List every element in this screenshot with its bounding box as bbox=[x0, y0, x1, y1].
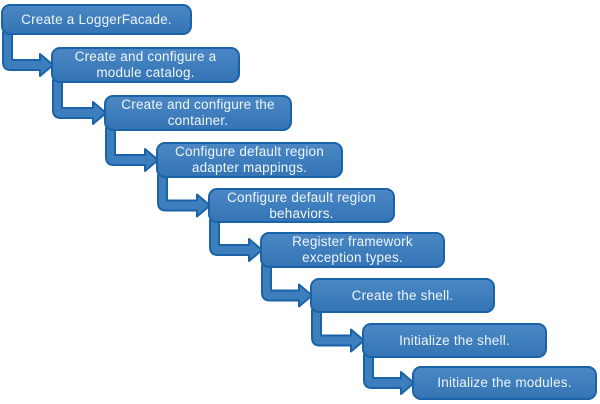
step-label: Configure default region behaviors. bbox=[227, 189, 376, 221]
step-label: Create and configure the container. bbox=[121, 97, 275, 128]
step-label: Create and configure a module catalog. bbox=[74, 49, 217, 80]
arrow-connector-4 bbox=[157, 174, 211, 218]
arrow-connector-2 bbox=[52, 79, 107, 125]
step-label: Initialize the shell. bbox=[399, 332, 510, 348]
step-box-7: Create the shell. bbox=[310, 278, 495, 313]
arrow-connector-8 bbox=[363, 354, 415, 395]
arrow-connector-5 bbox=[209, 219, 263, 262]
step-box-2: Create and configure a module catalog. bbox=[51, 47, 240, 83]
step-label: Create the shell. bbox=[351, 287, 454, 303]
step-label: Create a LoggerFacade. bbox=[21, 11, 172, 27]
step-box-5: Configure default region behaviors. bbox=[208, 188, 395, 223]
step-label: Configure default region adapter mapping… bbox=[175, 144, 324, 175]
step-box-8: Initialize the shell. bbox=[362, 323, 547, 358]
arrow-connector-3 bbox=[105, 127, 159, 172]
step-box-1: Create a LoggerFacade. bbox=[1, 4, 192, 35]
step-label: Initialize the modules. bbox=[437, 375, 572, 390]
step-box-3: Create and configure the container. bbox=[104, 95, 292, 131]
arrow-connector-7 bbox=[311, 309, 365, 353]
arrow-connector-1 bbox=[2, 31, 54, 77]
step-box-6: Register framework exception types. bbox=[260, 232, 445, 268]
arrow-connector-6 bbox=[261, 264, 313, 308]
step-box-4: Configure default region adapter mapping… bbox=[156, 142, 343, 178]
step-box-9: Initialize the modules. bbox=[412, 366, 597, 400]
step-label: Register framework exception types. bbox=[292, 234, 413, 265]
